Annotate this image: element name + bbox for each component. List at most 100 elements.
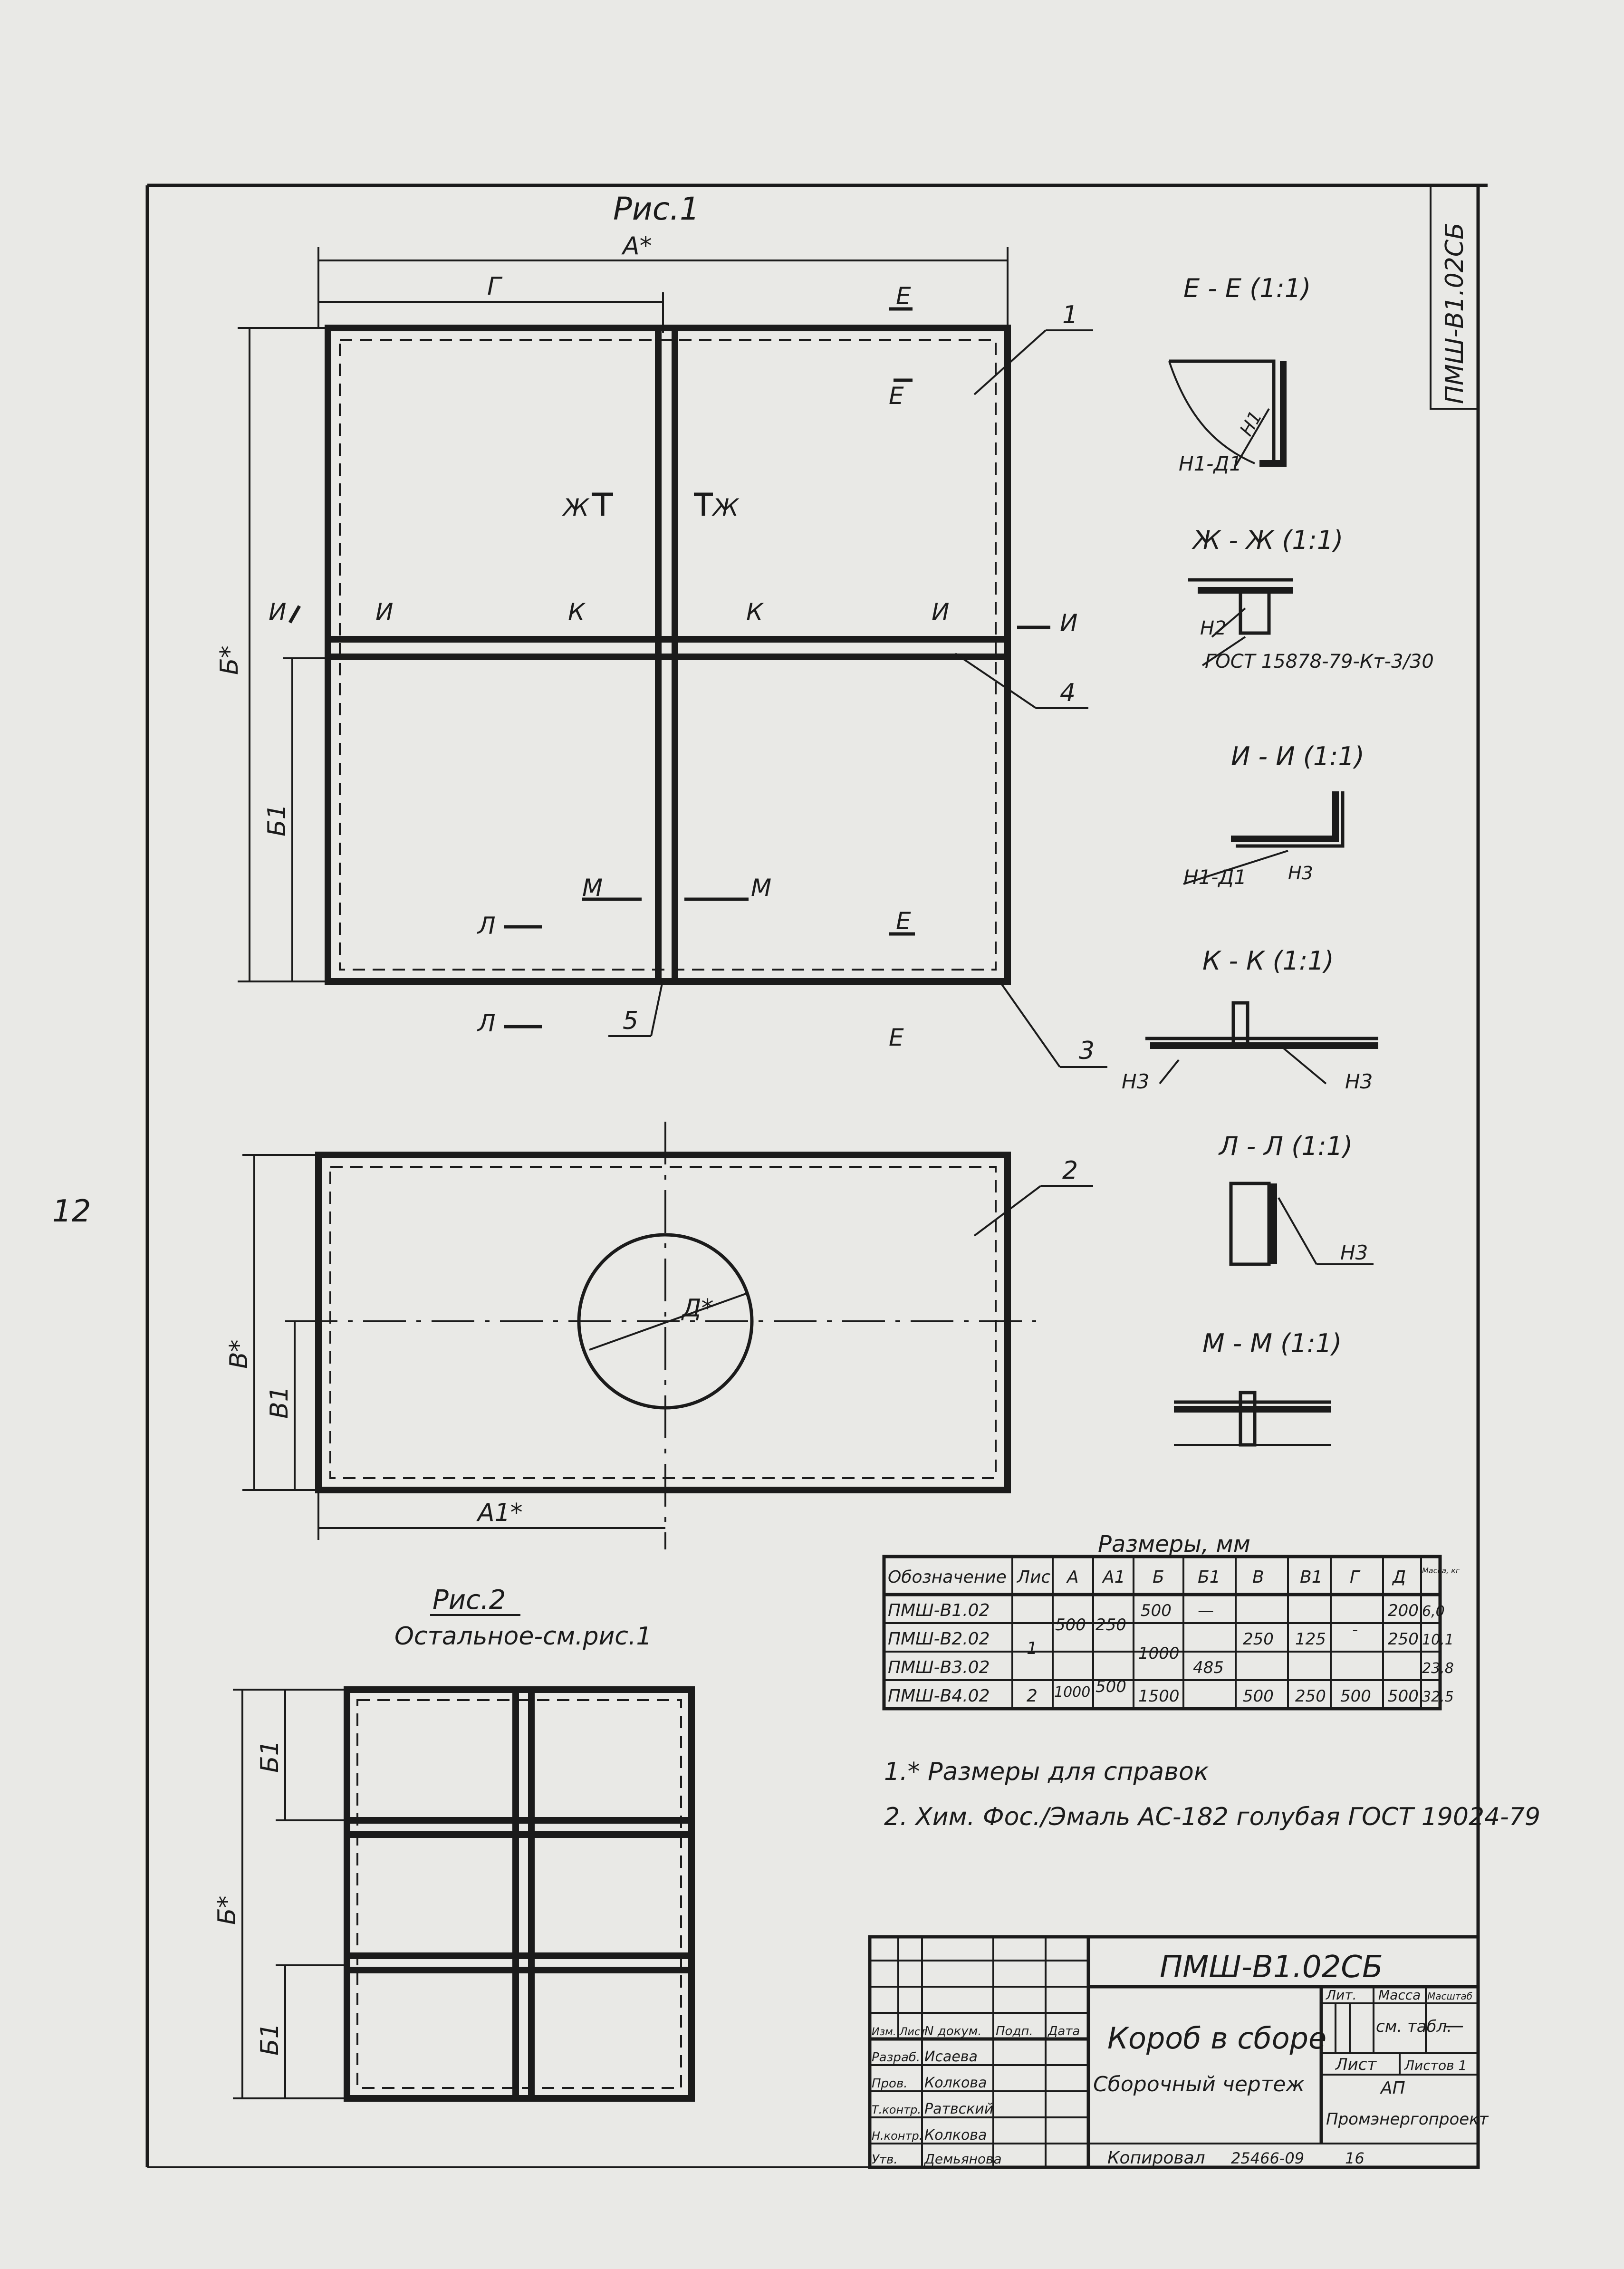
svg-text:см. табл.: см. табл. — [1376, 2017, 1452, 2036]
svg-text:16: 16 — [1345, 2149, 1365, 2167]
dim-b: Б* — [215, 645, 244, 675]
notes: 1.* Размеры для справок 2. Хим. Фос./Эма… — [884, 1758, 1540, 1831]
callout-3: 3 — [1079, 1037, 1095, 1065]
note-2: 2. Хим. Фос./Эмаль АС-182 голубая ГОСТ 1… — [884, 1803, 1540, 1831]
svg-text:Д: Д — [1392, 1567, 1406, 1587]
dim-b1-bottom: Б1 — [256, 2023, 284, 2056]
svg-text:Масса, кг: Масса, кг — [1422, 1566, 1460, 1575]
svg-text:32,5: 32,5 — [1422, 1689, 1454, 1705]
svg-text:АП: АП — [1380, 2078, 1405, 2098]
title-block: ПМШ-В1.02СБ Короб в сборе Сборочный черт… — [868, 1935, 1489, 2169]
svg-text:250: 250 — [1095, 1615, 1126, 1634]
svg-text:500: 500 — [1340, 1687, 1371, 1706]
svg-text:М: М — [582, 874, 603, 902]
svg-text:Лис: Лис — [1016, 1567, 1050, 1587]
svg-text:500: 500 — [1055, 1615, 1086, 1634]
svg-text:200: 200 — [1388, 1601, 1419, 1620]
svg-text:1500: 1500 — [1138, 1687, 1180, 1706]
svg-text:Утв.: Утв. — [872, 2153, 898, 2167]
svg-text:Лит.: Лит. — [1326, 1987, 1356, 2003]
dim-a: А* — [621, 232, 652, 260]
dim-g: Г — [487, 272, 503, 301]
svg-text:Г: Г — [1350, 1567, 1361, 1587]
svg-text:6,0: 6,0 — [1422, 1603, 1445, 1620]
svg-text:ГОСТ 15878-79-Кт-3/30: ГОСТ 15878-79-Кт-3/30 — [1205, 651, 1434, 673]
side-stamp-code: ПМШ-В1.02СБ — [1441, 222, 1469, 404]
svg-text:Копировал: Копировал — [1107, 2148, 1205, 2168]
svg-text:А1: А1 — [1102, 1567, 1125, 1587]
section-zh-zh: Ж - Ж (1:1) Н2 ГОСТ 15878-79-Кт-3/30 — [1188, 525, 1434, 673]
svg-text:Е: Е — [889, 382, 904, 410]
svg-text:Подп.: Подп. — [996, 2024, 1033, 2038]
svg-text:500: 500 — [1095, 1677, 1126, 1696]
side-stamp: ПМШ-В1.02СБ — [1430, 184, 1479, 410]
section-k-k: К - К (1:1) Н3 Н3 — [1122, 946, 1378, 1093]
fig1-title: Рис.1 — [613, 191, 700, 227]
svg-text:500: 500 — [1141, 1601, 1172, 1620]
svg-text:500: 500 — [1388, 1687, 1419, 1706]
svg-text:500: 500 — [1243, 1687, 1274, 1706]
note-1: 1.* Размеры для справок — [884, 1758, 1209, 1786]
svg-text:К: К — [746, 598, 764, 626]
svg-text:Ж - Ж (1:1): Ж - Ж (1:1) — [1192, 525, 1343, 555]
table-caption: Размеры, мм — [1098, 1531, 1250, 1558]
svg-text:Е: Е — [889, 1024, 904, 1051]
figure-1: Рис.1 А* Г Б* Б1 1 4 — [215, 191, 1107, 1068]
dim-v: В* — [225, 1339, 253, 1369]
svg-text:Л: Л — [477, 1010, 496, 1037]
sections: Е - Е (1:1) Н1-Д1 Н1 Ж - Ж (1:1) Н2 ГОСТ… — [1122, 273, 1434, 1447]
svg-text:250: 250 — [1388, 1630, 1419, 1649]
svg-text:250: 250 — [1243, 1630, 1274, 1649]
svg-text:Е: Е — [896, 282, 911, 310]
svg-text:25466-09: 25466-09 — [1231, 2149, 1304, 2167]
svg-text:23,8: 23,8 — [1422, 1660, 1454, 1677]
svg-text:Пров.: Пров. — [872, 2077, 908, 2091]
svg-text:Исаева: Исаева — [924, 2048, 978, 2065]
svg-text:485: 485 — [1193, 1658, 1224, 1677]
dim-b1-top: Б1 — [256, 1740, 284, 1773]
section-l-l: Л - Л (1:1) Н3 — [1218, 1131, 1374, 1266]
section-e-e: Е - Е (1:1) Н1-Д1 Н1 — [1168, 273, 1311, 475]
svg-text:К: К — [568, 598, 586, 626]
svg-text:2: 2 — [1027, 1686, 1038, 1706]
page-mark: 12 — [52, 1194, 91, 1229]
svg-text:250: 250 — [1295, 1687, 1326, 1706]
dim-d: Д* — [681, 1294, 714, 1323]
svg-text:10,1: 10,1 — [1422, 1632, 1454, 1648]
svg-text:-: - — [1352, 1620, 1358, 1639]
svg-text:Н1: Н1 — [1236, 407, 1266, 440]
dim-b1: Б1 — [263, 804, 291, 836]
svg-text:М - М (1:1): М - М (1:1) — [1202, 1328, 1342, 1358]
svg-text:Ж: Ж — [562, 494, 590, 521]
svg-text:И: И — [932, 598, 949, 626]
svg-text:К - К (1:1): К - К (1:1) — [1202, 946, 1334, 976]
svg-text:Ж: Ж — [711, 494, 740, 521]
callout-5: 5 — [623, 1007, 638, 1035]
callout-4: 4 — [1060, 679, 1076, 707]
tb-doc-type: Сборочный чертеж — [1093, 2072, 1305, 2096]
dim-b-fig3: Б* — [213, 1895, 241, 1925]
section-m-m: М - М (1:1) — [1174, 1328, 1342, 1447]
svg-text:Лист: Лист — [1335, 2055, 1377, 2074]
svg-text:Н2: Н2 — [1200, 617, 1227, 639]
svg-text:Н3: Н3 — [1340, 1241, 1368, 1264]
svg-text:Н3: Н3 — [1122, 1070, 1149, 1093]
svg-text:Масса: Масса — [1378, 1987, 1421, 2003]
svg-text:Разраб.: Разраб. — [872, 2050, 920, 2065]
svg-text:Дата: Дата — [1047, 2024, 1080, 2038]
svg-text:1000: 1000 — [1054, 1684, 1090, 1701]
svg-text:М: М — [751, 874, 771, 902]
svg-text:Изм.: Изм. — [872, 2026, 896, 2038]
svg-text:ПМШ-В3.02: ПМШ-В3.02 — [888, 1658, 990, 1677]
svg-text:Промэнергопроект: Промэнергопроект — [1326, 2110, 1489, 2129]
fig2-subtitle: Остальное-см.рис.1 — [394, 1622, 652, 1651]
dim-a1: А1* — [476, 1499, 523, 1527]
tb-name: Короб в сборе — [1107, 2021, 1326, 2056]
svg-text:Е - Е (1:1): Е - Е (1:1) — [1183, 273, 1311, 303]
svg-text:Колкова: Колкова — [924, 2127, 987, 2144]
svg-text:Н.контр.: Н.контр. — [872, 2129, 923, 2143]
svg-text:Т.контр.: Т.контр. — [872, 2103, 921, 2116]
svg-text:Масштаб: Масштаб — [1427, 1990, 1472, 2002]
svg-text:Н3: Н3 — [1345, 1070, 1373, 1093]
